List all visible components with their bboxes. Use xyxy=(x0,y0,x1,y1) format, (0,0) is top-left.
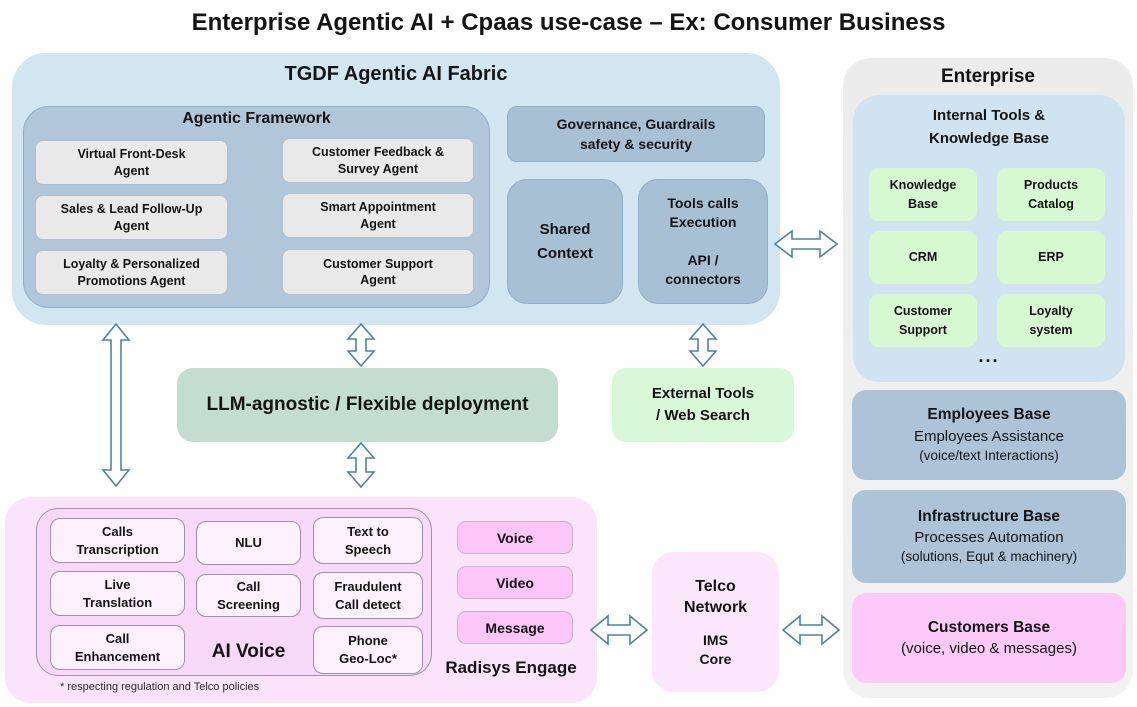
customers-base-card: Customers Base (voice, video & messages) xyxy=(852,593,1126,683)
double-arrow-engage-telco xyxy=(590,614,648,646)
infrastructure-base-card: Infrastructure Base Processes Automation… xyxy=(852,490,1126,583)
infrastructure-base-subtitle: Processes Automation xyxy=(914,529,1064,547)
agent-sales-lead-follow-up: Sales & Lead Follow-Up Agent xyxy=(35,195,228,240)
shared-context-box: Shared Context xyxy=(507,179,623,304)
employees-base-subtitle: Employees Assistance xyxy=(913,427,1065,445)
double-arrow-fabric-external-tools xyxy=(688,323,718,367)
enterprise-title: Enterprise xyxy=(941,66,1035,87)
internal-item-loyalty-system: Loyalty system xyxy=(997,294,1105,347)
feature-call-enhancement: Call Enhancement xyxy=(50,625,185,670)
employees-base-title: Employees Base xyxy=(927,406,1051,424)
agent-customer-feedback-survey: Customer Feedback & Survey Agent xyxy=(282,138,474,183)
internal-item-products-catalog: Products Catalog xyxy=(997,168,1105,221)
internal-tools-title: Internal Tools & Knowledge Base xyxy=(928,107,1050,148)
double-arrow-telco-enterprise xyxy=(782,614,840,646)
channel-message: Message xyxy=(457,611,573,644)
internal-item-knowledge-base: Knowledge Base xyxy=(869,168,977,221)
feature-live-translation: Live Translation xyxy=(50,571,185,616)
feature-nlu: NLU xyxy=(196,521,301,565)
telco-network-box: Telco Network IMS Core xyxy=(652,552,779,692)
telco-network-label: Telco Network xyxy=(683,577,748,617)
feature-calls-transcription: Calls Transcription xyxy=(50,518,185,563)
ai-voice-label: AI Voice xyxy=(211,641,286,662)
external-tools-web-search-box: External Tools / Web Search xyxy=(612,368,794,442)
internal-items-ellipsis: ... xyxy=(978,346,1000,366)
internal-item-crm: CRM xyxy=(869,231,977,284)
double-arrow-fabric-enterprise xyxy=(774,229,838,259)
employees-base-detail: (voice/text Interactions) xyxy=(919,447,1059,463)
infrastructure-base-title: Infrastructure Base xyxy=(917,507,1061,525)
feature-fraudulent-call-detect: Fraudulent Call detect xyxy=(313,572,423,619)
agent-smart-appointment: Smart Appointment Agent xyxy=(282,193,474,238)
llm-agnostic-box: LLM-agnostic / Flexible deployment xyxy=(177,368,558,442)
fabric-title: TGDF Agentic AI Fabric xyxy=(284,63,508,85)
agent-customer-support: Customer Support Agent xyxy=(282,249,474,295)
page-title: Enterprise Agentic AI + Cpaas use-case –… xyxy=(191,9,946,36)
channel-voice: Voice xyxy=(457,521,573,554)
double-arrow-fabric-llm xyxy=(346,323,376,367)
feature-text-to-speech: Text to Speech xyxy=(313,517,423,564)
double-arrow-llm-engage xyxy=(346,442,376,488)
engage-footnote: * respecting regulation and Telco polici… xyxy=(60,681,260,693)
governance-guardrails-box: Governance, Guardrails safety & security xyxy=(507,106,765,162)
agentic-framework-title: Agentic Framework xyxy=(182,110,331,127)
customers-base-title: Customers Base xyxy=(927,618,1051,636)
agent-virtual-front-desk: Virtual Front-Desk Agent xyxy=(35,140,228,185)
internal-item-erp: ERP xyxy=(997,231,1105,284)
customers-base-detail: (voice, video & messages) xyxy=(901,640,1077,658)
feature-call-screening: Call Screening xyxy=(196,574,301,617)
double-arrow-fabric-engage xyxy=(101,323,131,487)
ims-core-label: IMS Core xyxy=(699,631,732,667)
infrastructure-base-detail: (solutions, Equt & machinery) xyxy=(900,549,1078,565)
radisys-engage-label: Radisys Engage xyxy=(445,658,577,677)
channel-video: Video xyxy=(457,566,573,599)
agent-loyalty-promotions: Loyalty & Personalized Promotions Agent xyxy=(35,250,228,295)
tools-calls-execution-box: Tools calls Execution API / connectors xyxy=(638,179,768,304)
employees-base-card: Employees Base Employees Assistance (voi… xyxy=(852,390,1126,480)
feature-phone-geo-loc: Phone Geo-Loc* xyxy=(313,626,423,674)
internal-item-customer-support: Customer Support xyxy=(869,294,977,347)
